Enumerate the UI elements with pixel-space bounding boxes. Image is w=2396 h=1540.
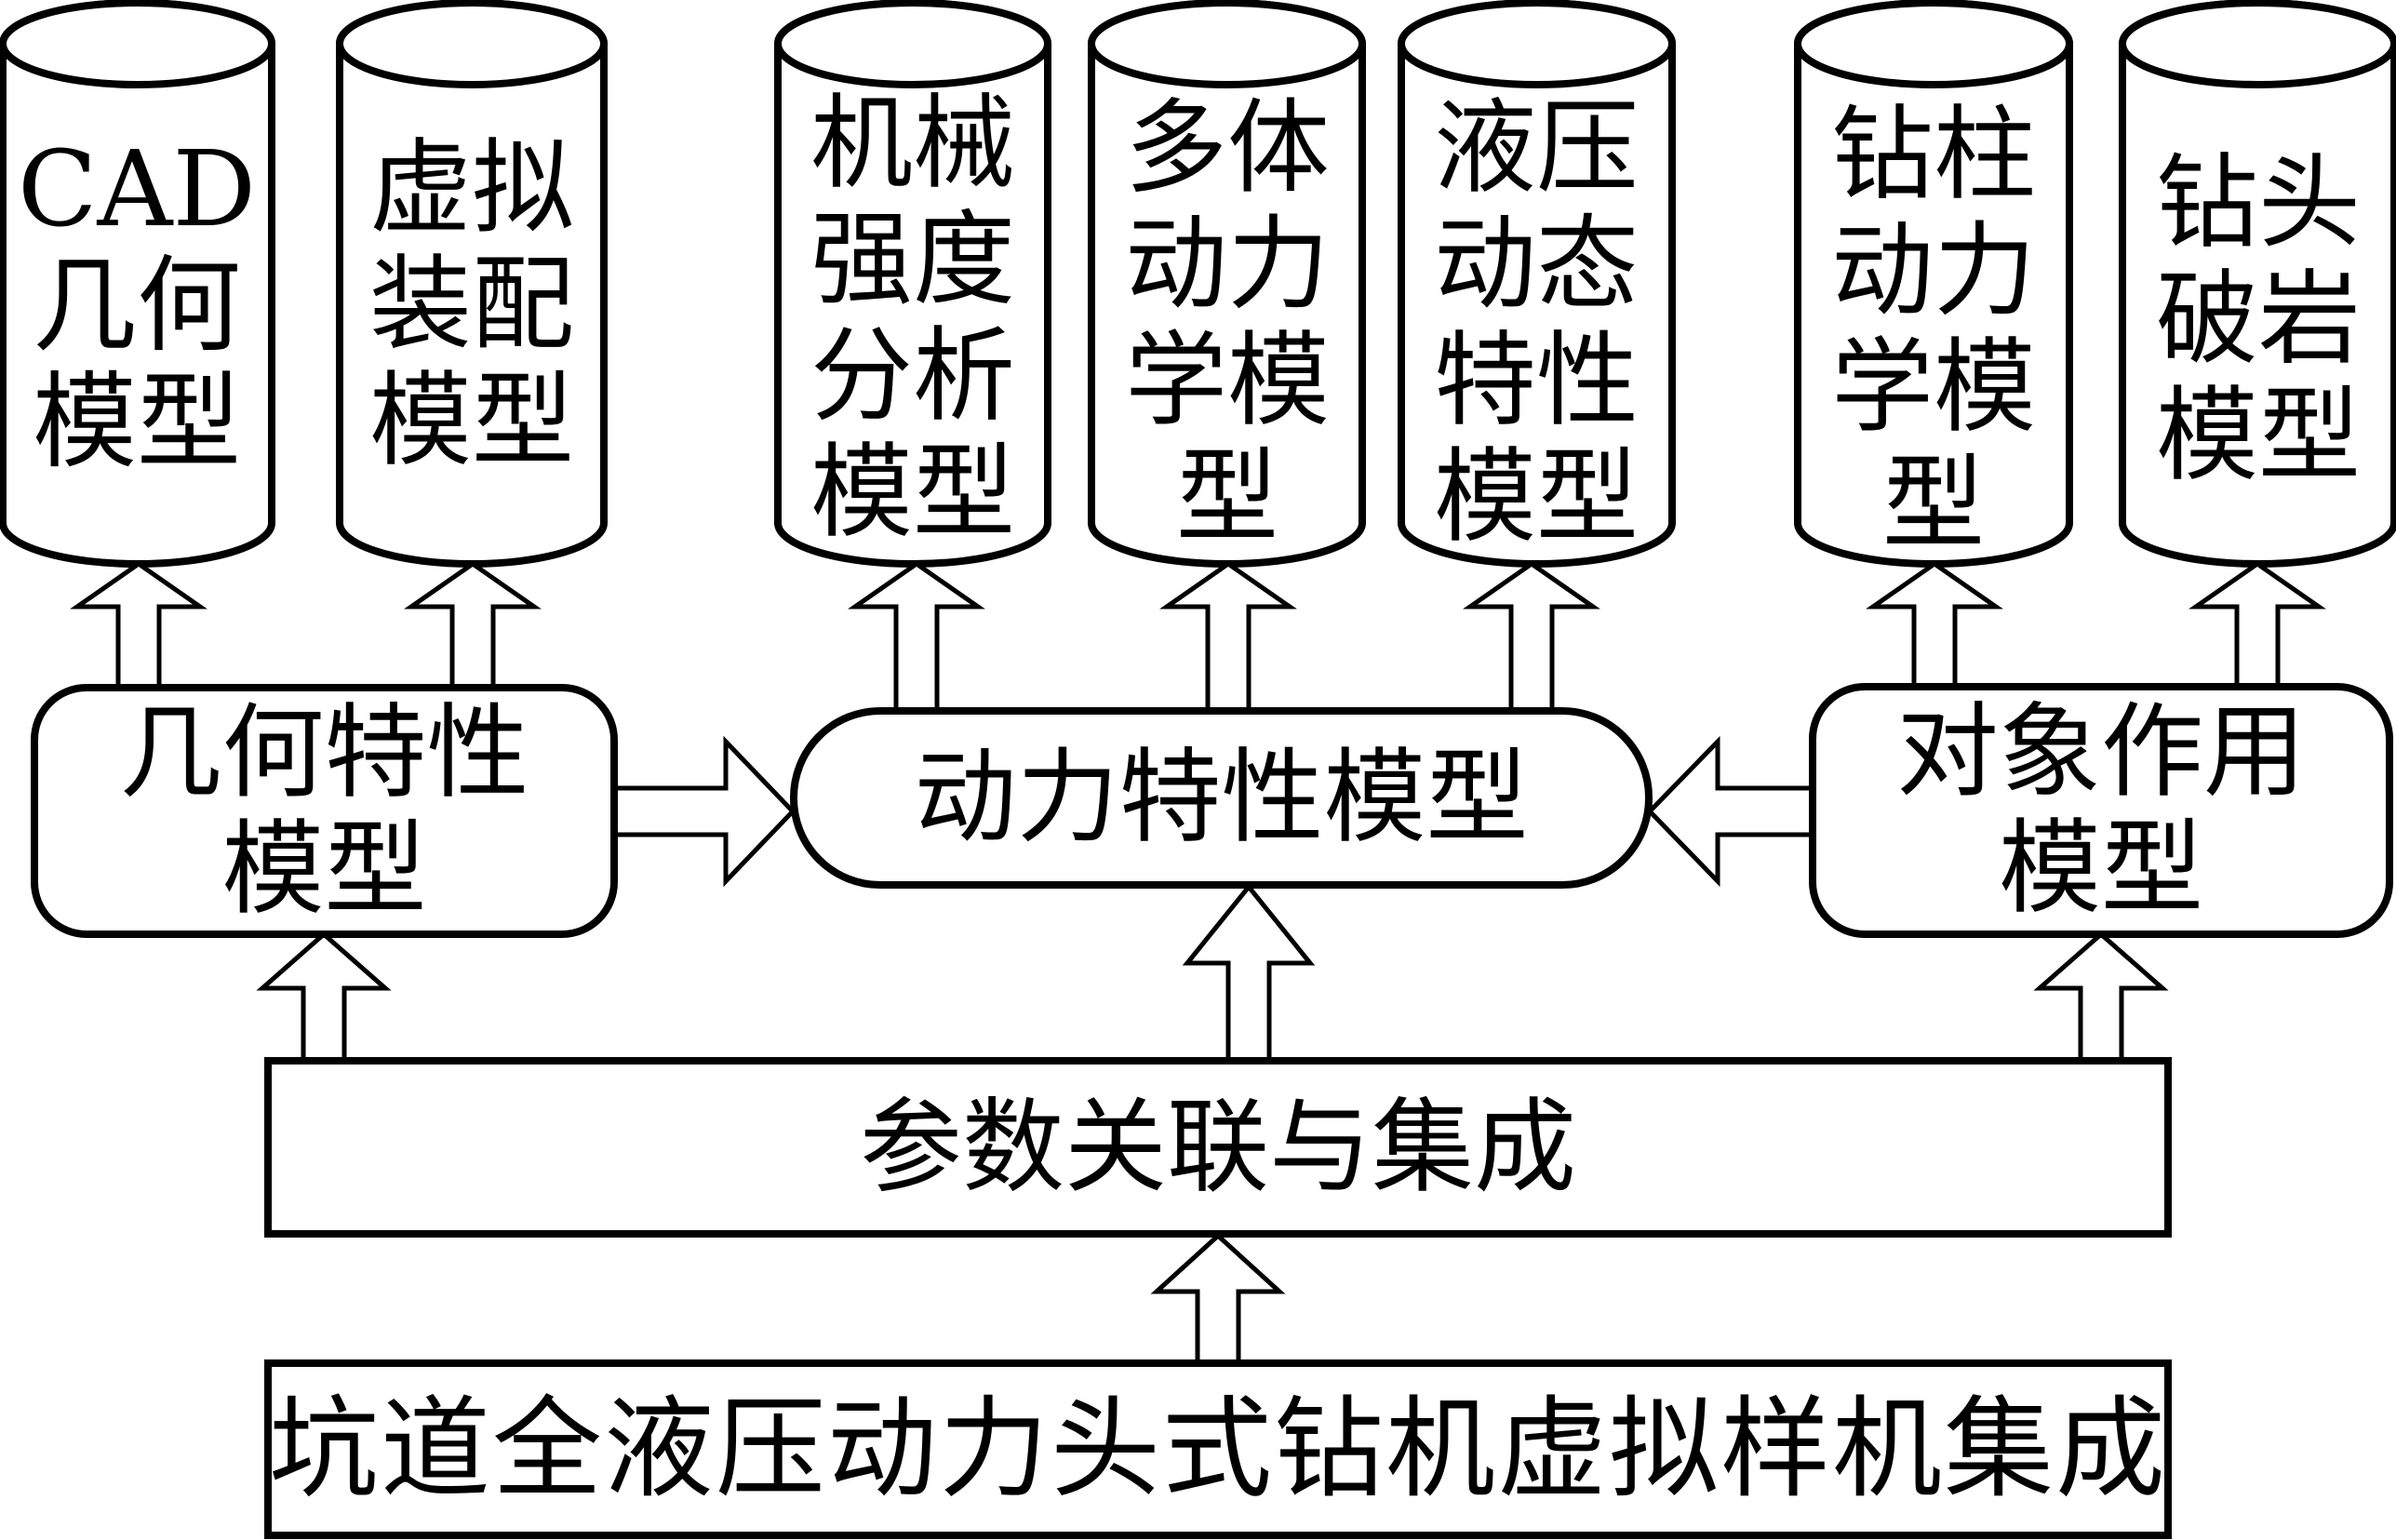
arrow-geometry-model-to-cad-geometry	[70, 560, 207, 690]
object-interaction-model-box	[1809, 683, 2393, 938]
arrow-object-interaction-model-to-dynamic-model	[1646, 735, 1811, 888]
arrow-dynamic-model-to-mechanical-strength	[848, 560, 985, 713]
database-virtual-assembly-label: 虚拟 装配 模型	[369, 128, 574, 480]
base-box	[264, 1359, 2172, 1539]
geometry-model-label: 几何特性 模型	[119, 692, 529, 929]
arrow-object-interaction-model-to-drillstring-dynamics	[1866, 560, 2003, 689]
database-hydraulic-dynamics-cap	[1398, 0, 1676, 88]
database-hydraulic-dynamics-label: 液压 动态 特性 模型	[1434, 88, 1639, 556]
integration-label: 参数关联与集成	[860, 1087, 1576, 1207]
arrow-base-to-integration	[1150, 1232, 1286, 1365]
arrow-integration-to-geometry-model	[256, 931, 392, 1063]
database-cad-geometry-label: CAD 几何 模型	[17, 129, 257, 483]
database-bit-rock-breaking-cap	[2119, 0, 2396, 88]
arrow-dynamic-model-to-multibody-dynamics	[1159, 560, 1297, 713]
arrow-object-interaction-model-to-bit-rock-breaking	[2189, 560, 2326, 689]
arrow-geometry-model-to-dynamic-model	[616, 735, 796, 888]
database-bit-rock-breaking-label: 钻头 破岩 模型	[2156, 143, 2361, 495]
arrow-integration-to-object-interaction-model	[2033, 931, 2169, 1063]
database-cad-geometry-cap	[0, 0, 275, 88]
geometry-model-box	[31, 684, 618, 938]
object-interaction-model-label: 对象作用 模型	[1896, 692, 2306, 928]
database-mechanical-strength-cap	[774, 0, 1051, 88]
database-mechanical-strength-label: 机械 强度 分析 模型	[810, 84, 1015, 552]
database-multibody-dynamics-label: 多体 动力 学模 型	[1125, 88, 1330, 556]
integration-box	[264, 1057, 2172, 1238]
database-virtual-assembly-cap	[336, 0, 608, 88]
database-drillstring-dynamics-label: 钻柱 动力 学模 型	[1831, 95, 2036, 563]
arrow-dynamic-model-to-hydraulic-dynamics	[1463, 560, 1600, 713]
dynamic-model-label: 动力特性模型	[914, 738, 1529, 857]
arrow-integration-to-dynamic-model	[1182, 883, 1316, 1063]
arrow-geometry-model-to-virtual-assembly	[404, 560, 542, 690]
database-multibody-dynamics-cap	[1088, 0, 1366, 88]
base-label: 坑道全液压动力头式钻机虚拟样机集成	[268, 1385, 2167, 1513]
dynamic-model-box	[790, 707, 1653, 889]
database-drillstring-dynamics-cap	[1794, 0, 2073, 88]
